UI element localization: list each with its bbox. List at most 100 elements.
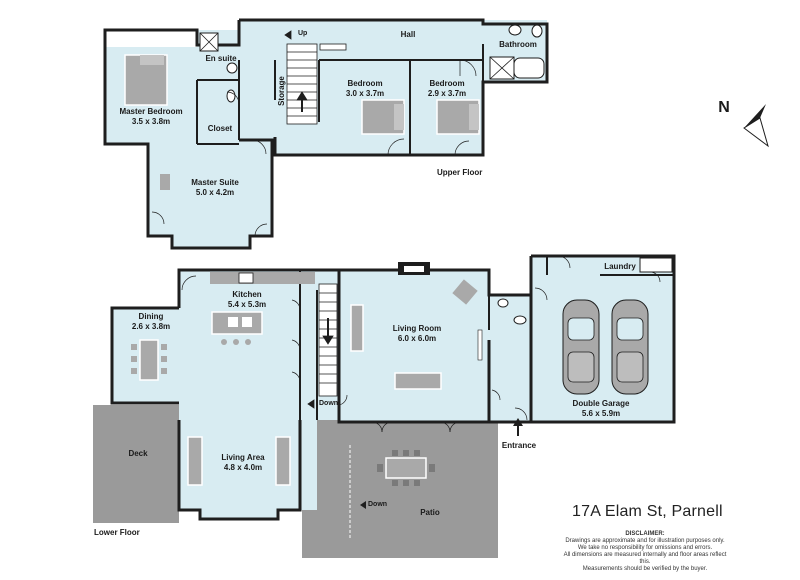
stool-icon: [233, 339, 239, 345]
patio-chair-icon: [414, 480, 420, 486]
sink-icon: [228, 317, 238, 327]
entrance-arrowhead-icon: [513, 418, 523, 426]
sink-icon-2: [242, 317, 252, 327]
lower-floor-walls: [110, 254, 676, 521]
dining-size: 2.6 x 3.8m: [131, 322, 171, 331]
patio-label: Patio: [420, 508, 440, 517]
hall-label: Hall: [400, 30, 416, 39]
living-area-label: Living Area 4.8 x 4.0m: [210, 453, 276, 473]
disclaimer-heading: DISCLAIMER:: [625, 531, 665, 537]
cooktop-icon: [238, 272, 254, 284]
chair-icon: [131, 368, 137, 374]
en-suite-toilet-icon: [226, 89, 236, 103]
patio-chair-icon: [392, 480, 398, 486]
kitchen-bench-icon: [210, 272, 315, 284]
upper-furniture: [124, 24, 545, 190]
wc-toilet-icon: [513, 315, 527, 325]
stool-icon: [221, 339, 227, 345]
tv-unit-icon: [477, 329, 483, 361]
down-stairs-label: Down: [319, 400, 339, 407]
upper-floor: [103, 18, 549, 250]
master-bedroom-label: Master Bedroom 3.5 x 3.8m: [118, 107, 184, 127]
en-suite-label: En suite: [205, 54, 237, 63]
kitchen-label: Kitchen 5.4 x 5.3m: [214, 290, 280, 310]
bedroom-1-label: Bedroom 3.0 x 3.7m: [332, 79, 398, 99]
laundry-tub-icon: [639, 257, 673, 273]
en-suite-basin-icon: [226, 62, 238, 74]
disclaimer-line-3: All dimensions are measured internally a…: [563, 552, 727, 565]
up-stairs-label: Up: [298, 30, 308, 37]
storage-label: Storage: [277, 76, 286, 106]
upper-floor-label: Upper Floor: [437, 168, 483, 177]
sofa-icon: [187, 436, 203, 486]
living-area-bay: [200, 505, 278, 519]
entrance-hall-area: [489, 295, 531, 422]
dining-name: Dining: [138, 312, 164, 321]
upper-floor-rooms: [105, 20, 547, 248]
car-icon: [611, 299, 649, 395]
chair-icon: [161, 344, 167, 350]
disclaimer-line-4: Measurements should be verified by the b…: [582, 566, 708, 572]
living-room-label: Living Room 6.0 x 6.0m: [384, 324, 450, 344]
patio-chair-icon: [403, 450, 409, 456]
hall-area: [239, 20, 483, 60]
chair-icon: [131, 356, 137, 362]
master-bedroom-name: Master Bedroom: [119, 107, 183, 116]
patio-surface: [302, 420, 498, 558]
living-area-name: Living Area: [221, 453, 265, 462]
disclaimer: DISCLAIMER: Drawings are approximate and…: [560, 531, 730, 573]
patio-chair-icon: [429, 464, 435, 472]
lower-floor-label: Lower Floor: [94, 528, 140, 537]
lower-doors: [181, 255, 661, 433]
patio-chair-icon: [403, 480, 409, 486]
patio-chair-icon: [377, 464, 383, 472]
patio-chair-icon: [392, 450, 398, 456]
bedroom-1-pillow-icon: [394, 104, 404, 130]
bedroom-2-pillow-icon: [469, 104, 479, 130]
fireplace-insert-icon: [404, 266, 424, 272]
deck-label: Deck: [128, 449, 148, 458]
double-garage-size: 5.6 x 5.9m: [581, 409, 621, 418]
master-suite-label: Master Suite 5.0 x 4.2m: [182, 178, 248, 198]
lower-stairs: [307, 283, 338, 409]
master-suite-size: 5.0 x 4.2m: [195, 188, 235, 197]
bedroom-1-size: 3.0 x 3.7m: [345, 89, 385, 98]
closet-area: [197, 80, 239, 144]
bedroom-1-name: Bedroom: [347, 79, 383, 88]
closet-label: Closet: [207, 124, 233, 133]
master-suite-bay: [172, 236, 250, 248]
living-room-sofa-icon: [394, 372, 442, 390]
upper-stairs: [284, 30, 347, 125]
patio-chair-icon: [414, 450, 420, 456]
disclaimer-line-1: Drawings are approximate and for illustr…: [565, 538, 725, 544]
car-icon: [562, 299, 600, 395]
double-garage-label: Double Garage 5.6 x 5.9m: [566, 399, 636, 419]
north-label: N: [718, 99, 730, 116]
upper-doors: [151, 59, 477, 237]
living-area-size: 4.8 x 4.0m: [223, 463, 263, 472]
bathroom-label: Bathroom: [499, 40, 537, 49]
kitchen-name: Kitchen: [232, 290, 262, 299]
upper-floor-walls: [103, 18, 549, 250]
chair-icon: [161, 356, 167, 362]
dining-table-icon: [139, 339, 159, 381]
master-bedroom-size: 3.5 x 3.8m: [131, 117, 171, 126]
down-arrow-icon: [360, 501, 366, 509]
master-suite-name: Master Suite: [191, 178, 239, 187]
patio-table-icon: [385, 457, 427, 479]
bath-tub-icon: [513, 57, 545, 79]
bedroom-2-size: 2.9 x 3.7m: [427, 89, 467, 98]
chair-icon: [161, 368, 167, 374]
laundry-label: Laundry: [604, 262, 636, 271]
wc-basin-icon: [497, 298, 509, 308]
north-arrow-icon: [743, 104, 769, 148]
desk-icon: [160, 174, 170, 190]
bedroom-2-name: Bedroom: [429, 79, 465, 88]
double-garage-name: Double Garage: [572, 399, 630, 408]
double-garage-area: [531, 256, 674, 422]
living-room-name: Living Room: [392, 324, 442, 333]
chair-icon: [131, 344, 137, 350]
disclaimer-line-2: We take no responsibility for omissions …: [577, 545, 713, 551]
dining-label: Dining 2.6 x 3.8m: [118, 312, 184, 332]
